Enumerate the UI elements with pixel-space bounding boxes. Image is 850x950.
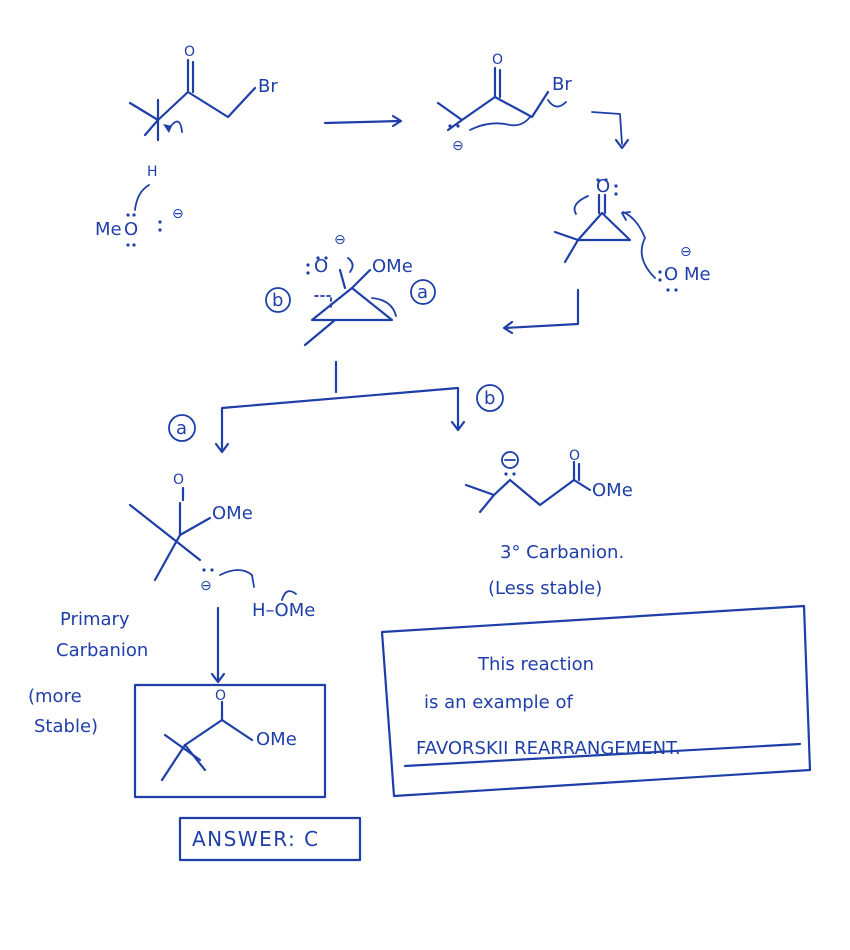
carbanion-note: Carbanion <box>56 640 148 661</box>
curved-arrow-icon <box>219 569 255 588</box>
curved-arrow-icon <box>622 211 656 279</box>
methyl-label: Me <box>684 264 711 285</box>
branch-arrows: a b <box>168 360 504 454</box>
methoxy-group-label: OMe <box>592 480 633 501</box>
carbonyl-oxygen-label: O <box>569 448 580 464</box>
final-product-box: O OMe <box>133 683 327 799</box>
bromine-label: Br <box>258 76 278 97</box>
more-stable-note-line2: Stable) <box>34 716 98 737</box>
favorskii-rearrangement-label: FAVORSKII REARRANGEMENT. <box>416 738 681 759</box>
curved-arrow-icon <box>281 590 297 601</box>
hydrogen-label: H <box>147 164 158 180</box>
curved-arrow-icon <box>134 184 150 211</box>
methoxy-group-label: OMe <box>212 503 253 524</box>
path-a-circle-icon <box>410 279 436 305</box>
path-b-label: b <box>484 388 495 409</box>
path-b-label: b <box>272 290 283 311</box>
carbonyl-oxygen-label: O <box>215 688 226 704</box>
primary-carbanion-structure: O OMe ⊖ H–OMe <box>128 472 315 684</box>
curved-arrow-icon <box>573 195 589 215</box>
methoxide-oxygen-label: O <box>124 219 138 240</box>
methoxy-oxygen-label: O <box>664 264 678 285</box>
bromoketone-structure: O Br <box>128 44 278 142</box>
path-a-label: a <box>176 418 187 439</box>
carbonyl-oxygen-label: O <box>184 44 195 60</box>
negative-charge-icon: ⊖ <box>172 206 184 222</box>
enolate-structure: O Br ⊖ <box>436 52 630 154</box>
cyclopropanone-structure: O O Me ⊖ <box>553 176 711 292</box>
favorskii-explanation-box: This reaction is an example of FAVORSKII… <box>380 604 812 798</box>
tetrahedral-intermediate: OMe O ⊖ b a <box>265 232 436 347</box>
curved-arrow-icon <box>547 99 567 108</box>
bromine-label: Br <box>552 74 572 95</box>
reaction-arrow-1 <box>323 114 403 128</box>
less-stable-note: (Less stable) <box>488 578 602 599</box>
reaction-note-line2: is an example of <box>424 692 573 713</box>
reaction-note-line1: This reaction <box>477 654 594 675</box>
methoxide-base: Me O H ⊖ <box>95 164 184 247</box>
methoxy-group-label: OMe <box>372 256 413 277</box>
tertiary-carbanion-structure: O OMe <box>464 448 633 514</box>
path-b-circle-icon <box>265 287 291 313</box>
carbonyl-oxygen-label: O <box>492 52 503 68</box>
negative-charge-icon: ⊖ <box>334 232 346 248</box>
more-stable-note-line1: (more <box>28 686 82 707</box>
primary-note: Primary <box>60 609 130 630</box>
alkoxide-oxygen-label: O <box>314 256 328 277</box>
negative-charge-icon <box>501 451 519 469</box>
answer-box: ANSWER: C <box>178 816 362 862</box>
curved-arrow-icon <box>347 257 354 273</box>
negative-charge-icon: ⊖ <box>680 244 692 260</box>
reaction-arrow-3 <box>502 288 580 335</box>
negative-charge-icon: ⊖ <box>200 578 212 594</box>
path-a-circle-icon <box>168 414 196 442</box>
carbonyl-oxygen-label: O <box>173 472 184 488</box>
answer-text: ANSWER: C <box>192 827 320 851</box>
path-b-circle-icon <box>476 384 504 412</box>
methanol-label: H–OMe <box>252 600 315 621</box>
curved-arrow-icon <box>371 297 397 317</box>
path-a-label: a <box>417 282 428 303</box>
negative-charge-icon: ⊖ <box>452 138 464 154</box>
methyl-label: Me <box>95 219 122 240</box>
tertiary-carbanion-note: 3° Carbanion. <box>500 542 624 563</box>
curved-arrow-icon <box>469 116 531 131</box>
methoxy-group-label: OMe <box>256 729 297 750</box>
